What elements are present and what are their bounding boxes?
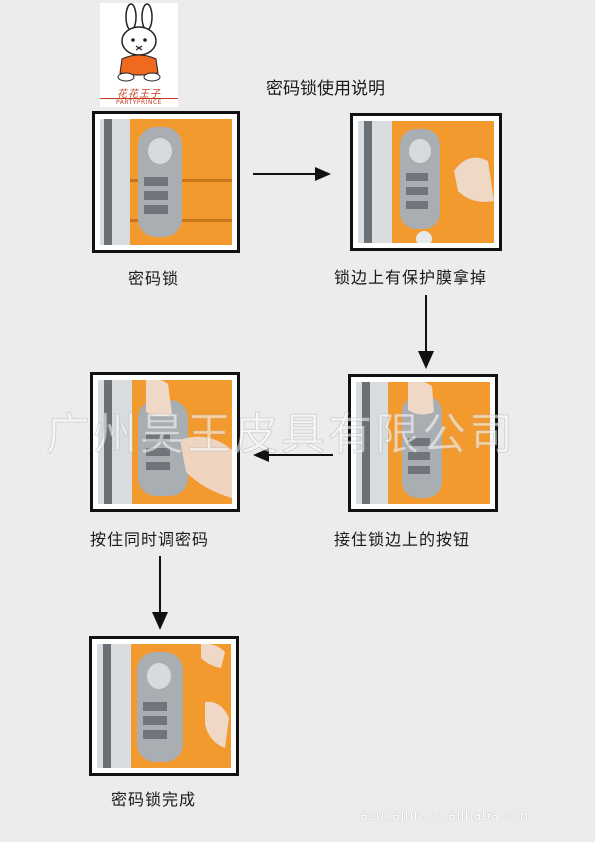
step-4-caption: 按住同时调密码 [90,530,210,549]
company-watermark: 广州昊王皮具有限公司 [46,409,516,461]
step-2-photo [350,113,502,251]
step-2-caption: 锁边上有保护膜拿掉 [334,268,488,287]
bunny-mascot-icon [117,3,161,82]
step-3-photo [348,374,498,512]
lock-complete-image [97,644,231,768]
step-3-caption: 接住锁边上的按钮 [334,530,471,549]
arrow-down-icon [418,295,434,369]
step-5-photo [89,636,239,776]
arrow-down-icon [152,556,168,630]
logo-brand-en: PARTYPRINCE [100,98,178,106]
footer-url: asukajun.cn.alibaba.com [360,809,534,824]
lock-adjust-code-image [98,380,232,504]
brand-logo: 花花王子 PARTYPRINCE [100,3,178,107]
lock-press-button-image [356,382,490,504]
step-1-photo [92,111,240,253]
lock-remove-film-image [358,121,494,243]
step-4-photo [90,372,240,512]
arrow-left-icon [253,448,333,462]
step-1-caption: 密码锁 [128,269,180,288]
combination-lock-image [100,119,232,245]
logo-brand-cn: 花花王子 [117,89,161,100]
page-title: 密码锁使用说明 [266,79,385,99]
step-5-caption: 密码锁完成 [111,790,197,809]
arrow-right-icon [253,167,331,181]
